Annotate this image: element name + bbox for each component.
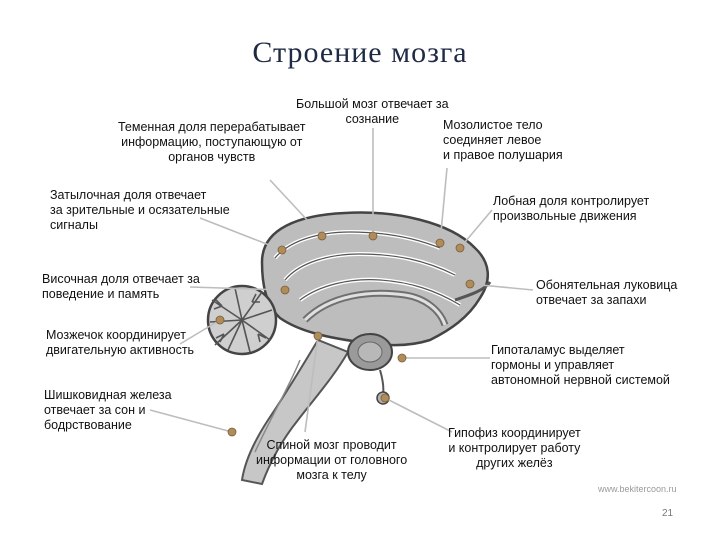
label-occipital-lobe: Затылочная доля отвечает за зрительные и… <box>50 188 230 232</box>
page-number: 21 <box>662 508 674 519</box>
watermark: www.bekitercoon.ru <box>598 484 677 494</box>
label-frontal-lobe: Лобная доля контролирует произвольные дв… <box>493 194 650 223</box>
label-spinal-cord: Спиной мозг проводит информации от голов… <box>256 438 408 482</box>
slide-title: Строение мозга <box>252 36 468 69</box>
label-pituitary: Гипофиз координирует и контролирует рабо… <box>448 426 581 470</box>
label-cerebellum: Мозжечок координирует двигательную актив… <box>46 328 195 357</box>
label-parietal-lobe: Теменная доля перерабатывает информацию,… <box>118 120 306 164</box>
olfactory-bulb-shape <box>454 281 492 302</box>
label-cerebrum: Большой мозг отвечает за сознание <box>296 97 449 126</box>
label-hypothalamus: Гипоталамус выделяет гормоны и управляет… <box>491 343 670 387</box>
label-pineal-gland: Шишковидная железа отвечает за сон и бод… <box>44 388 172 432</box>
label-olfactory-bulb: Обонятельная луковица отвечает за запахи <box>536 278 678 307</box>
label-temporal-lobe: Височная доля отвечает за поведение и па… <box>42 272 200 301</box>
label-corpus-callosum: Мозолистое тело соединяет левое и правое… <box>443 118 563 162</box>
